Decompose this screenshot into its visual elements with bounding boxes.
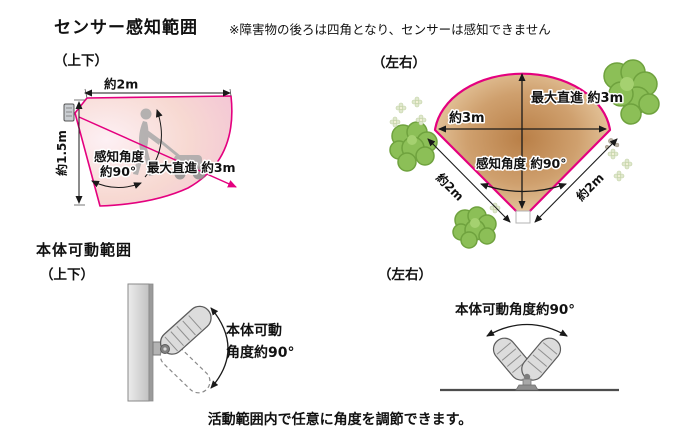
angle-label: 感知角度 約90° xyxy=(476,156,567,171)
left-distance-arrow xyxy=(427,138,511,223)
movable-angle-label-line2: 角度約90° xyxy=(226,344,294,361)
pivot-screw xyxy=(163,347,167,351)
movable-updown-label: （上下） xyxy=(40,267,94,283)
angle-arc-arrow xyxy=(91,180,142,189)
detect-updown-label: （上下） xyxy=(54,53,108,69)
sensor-device-icon xyxy=(63,103,75,122)
height-dimension-label: 約1.5m xyxy=(54,130,69,176)
movable-range-title: 本体可動範囲 xyxy=(36,241,133,259)
detection-updown-diagram: 約2m 約1.5m 感知角度 約90° 最大直進 約3m xyxy=(54,77,237,207)
guide-line xyxy=(229,88,232,97)
angle-label-line2: 約90° xyxy=(100,164,136,179)
stand-base xyxy=(515,384,539,391)
rotation-arc-arrow xyxy=(486,323,568,337)
width-dimension-label: 約2m xyxy=(104,77,138,92)
obstacle-note: ※障害物の後ろは四角となり、センサーは感知できません xyxy=(229,22,551,37)
left-distance-label: 約2m xyxy=(433,170,467,204)
bush-icon xyxy=(389,121,438,172)
detection-fan-shape xyxy=(74,95,233,207)
max-straight-label: 最大直進 約3m xyxy=(147,160,236,175)
bush-icon xyxy=(452,206,497,249)
movable-leftright-label: （左右） xyxy=(378,267,432,283)
straight-label: 最大直進 約3m xyxy=(531,90,623,106)
bush-icon xyxy=(603,59,660,125)
detect-leftright-label: （左右） xyxy=(372,55,426,71)
movable-updown-diagram: 本体可動 角度約90° xyxy=(127,283,294,402)
sweep-arc-arrow xyxy=(144,109,163,178)
movable-leftright-diagram: 本体可動角度約90° xyxy=(440,301,619,392)
angle-label-line1: 感知角度 xyxy=(94,149,145,164)
width-label: 約3m xyxy=(449,110,485,126)
page-title: センサー感知範囲 xyxy=(54,18,198,38)
right-distance-arrow xyxy=(534,138,618,223)
rotation-arc-arrow xyxy=(210,307,229,389)
person-mower-silhouette xyxy=(133,108,206,180)
detection-leftright-diagram: 最大直進 約3m 約3m 感知角度 約90° 約2m 約2m xyxy=(389,59,660,249)
footer-caption: 活動範囲内で任意に角度を調節できます。 xyxy=(207,412,473,428)
movable-lr-angle-label: 本体可動角度約90° xyxy=(455,301,575,318)
sensor-device-icon xyxy=(515,210,531,224)
movable-angle-label-line1: 本体可動 xyxy=(226,322,282,339)
wall-post-edge xyxy=(148,283,154,402)
wall-post xyxy=(127,283,150,402)
max-straight-arrow xyxy=(78,116,237,188)
right-distance-label: 約2m xyxy=(573,170,607,204)
